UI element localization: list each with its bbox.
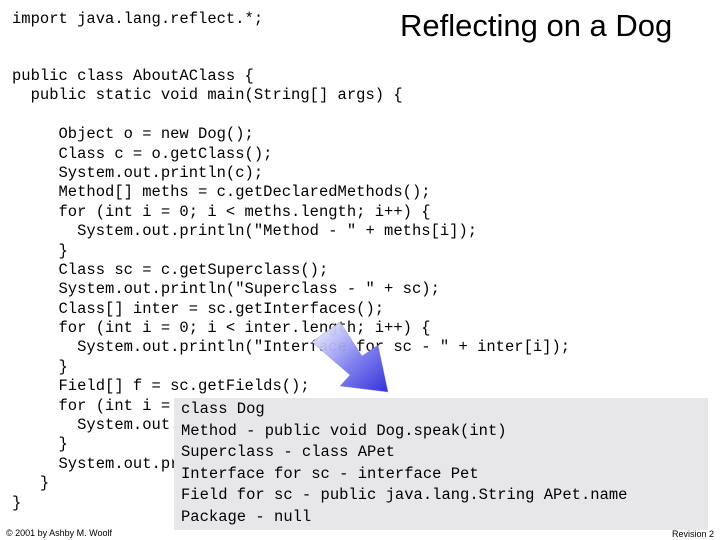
code-line	[12, 106, 570, 125]
code-line: }	[12, 241, 68, 260]
code-line: public static void main(String[] args) {	[12, 86, 403, 105]
code-line: System.out.println("Method - " + meths[i…	[12, 222, 478, 241]
import-statement: import java.lang.reflect.*;	[12, 10, 264, 28]
code-line: System.out.println(c);	[12, 163, 264, 182]
output-line: Superclass - class APet	[181, 443, 395, 462]
output-line: Package - null	[181, 507, 312, 526]
code-line: Class[] inter = sc.getInterfaces();	[12, 299, 385, 318]
code-line: }	[12, 357, 68, 376]
output-line: class Dog	[181, 400, 265, 418]
code-line: }	[12, 435, 68, 454]
code-line: }	[12, 493, 22, 512]
code-line: Class sc = c.getSuperclass();	[12, 260, 329, 279]
output-line: Field for sc - public java.lang.String A…	[181, 486, 628, 505]
output-line: Interface for sc - interface Pet	[181, 464, 479, 483]
code-line: Class c = o.getClass();	[12, 144, 273, 163]
code-line: System.out.println("Superclass - " + sc)…	[12, 280, 440, 299]
code-line: System.out.println("Interface for sc - "…	[12, 338, 571, 357]
code-line: for (int i = 0; i < meths.length; i++) {	[12, 202, 431, 221]
code-line: }	[12, 474, 50, 493]
code-line: Method[] meths = c.getDeclaredMethods();	[12, 183, 431, 202]
code-line: Field[] f = sc.getFields();	[12, 377, 310, 396]
output-line: Method - public void Dog.speak(int)	[181, 421, 507, 440]
copyright-footer: © 2001 by Ashby M. Woolf	[6, 528, 113, 538]
code-line: for (int i = 0; i < inter.length; i++) {	[12, 319, 431, 338]
code-line: Object o = new Dog();	[12, 125, 254, 144]
revision-footer: Revision 2	[671, 529, 714, 539]
slide-title: Reflecting on a Dog	[400, 8, 673, 43]
code-line: public class AboutAClass {	[12, 67, 254, 85]
